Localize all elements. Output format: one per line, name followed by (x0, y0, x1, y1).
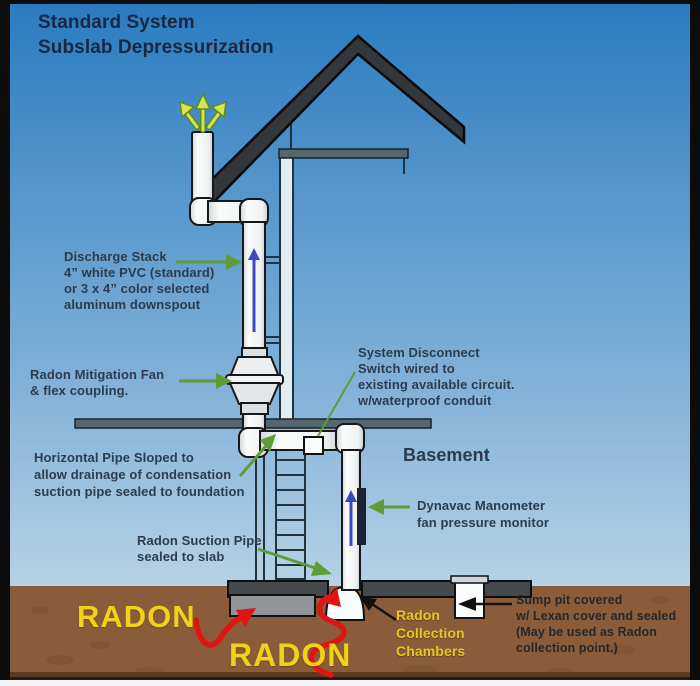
radon-flow-arrow-center (308, 594, 347, 678)
disconnect-switch-label: System Disconnect Switch wired to existi… (358, 345, 515, 408)
sump-pit-label: Sump pit covered w/ Lexan cover and seal… (516, 593, 677, 655)
collection-chamber-pointer (371, 602, 397, 622)
discharge-stack-tip (191, 131, 214, 207)
horizontal-pipe-label: Horizontal Pipe Sloped to allow drainage… (34, 450, 245, 499)
disconnect-switch-box (303, 436, 324, 455)
manometer-device (357, 488, 366, 545)
collection-chambers-label: Radon Collection Chambers (396, 607, 466, 659)
radon-flow-arrow-left (193, 614, 246, 648)
discharge-stack-label: Discharge Stack 4” white PVC (standard) … (64, 249, 215, 312)
black-callout-arrows (360, 597, 512, 622)
radon-word-center: RADON (229, 637, 352, 673)
radon-mitigation-fan (225, 347, 284, 415)
concrete-slab (227, 580, 532, 598)
elbow (335, 423, 365, 454)
suction-pipe-label: Radon Suction Pipe sealed to slab (137, 533, 262, 564)
suction-pipe-pointer (257, 547, 319, 571)
basement-label: Basement (403, 445, 490, 465)
manometer-label: Dynavac Manometer fan pressure monitor (417, 498, 550, 530)
green-pointer-arrows (176, 254, 410, 576)
mitigation-fan-label: Radon Mitigation Fan & flex coupling. (30, 367, 165, 398)
sump-pit (450, 575, 489, 619)
disconnect-pointer-line (317, 371, 356, 437)
flex-coupling (240, 402, 269, 415)
diagram-title: Standard System Subslab Depressurization (38, 12, 274, 58)
radon-flow-arrows (193, 588, 347, 678)
sump-lexan-cover (450, 575, 489, 584)
airflow-up-arrows (248, 248, 357, 546)
radon-word-left: RADON (77, 599, 196, 634)
discharge-airflow-arrows (179, 92, 227, 133)
soil-ground (10, 586, 690, 680)
horizontal-pipe-pointer (238, 445, 268, 477)
ceiling-joist (278, 148, 409, 159)
